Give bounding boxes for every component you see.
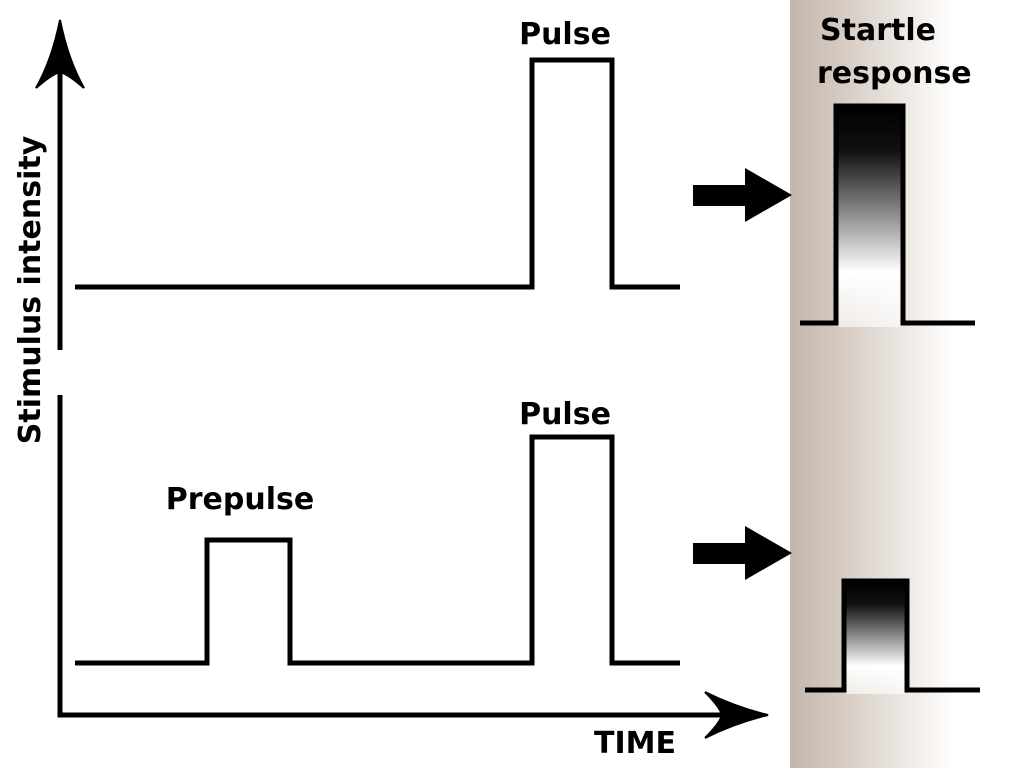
startle-label-line2: response — [817, 56, 972, 91]
x-axis-label: TIME — [594, 726, 676, 761]
trace-pulse-alone — [75, 57, 680, 290]
startle-response-small-fill — [846, 582, 905, 694]
x-axis-arrowhead — [704, 691, 769, 739]
axis-lower — [57, 395, 745, 718]
startle-response-large — [800, 103, 975, 326]
y-axis-label: Stimulus intensity — [13, 135, 48, 444]
startle-response-large-fill — [838, 107, 901, 327]
startle-label-line1: Startle — [820, 13, 936, 48]
pulse-label-top: Pulse — [519, 17, 611, 52]
trace-prepulse-pulse — [75, 434, 680, 666]
arrow-right-icon — [693, 168, 792, 222]
pulse-label-bottom: Pulse — [519, 397, 611, 432]
y-axis-arrowhead — [35, 19, 85, 89]
prepulse-label: Prepulse — [166, 482, 314, 517]
arrow-right-icon — [693, 526, 792, 580]
startle-response-small — [805, 578, 980, 693]
